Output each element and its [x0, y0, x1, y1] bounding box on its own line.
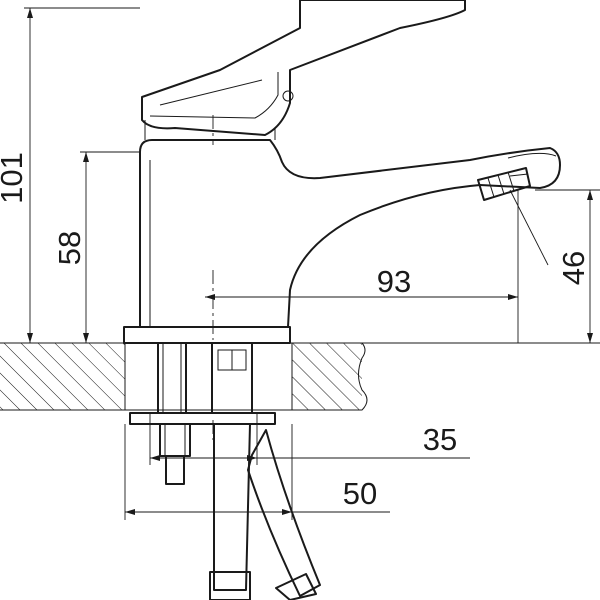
- dimension-58: 58: [52, 151, 140, 343]
- dimension-101: 101: [0, 7, 140, 343]
- mounting-assembly: [129, 342, 276, 485]
- dimension-46: 46: [535, 189, 600, 343]
- dim-label-46: 46: [556, 251, 591, 285]
- faucet-body: [123, 139, 561, 344]
- dimension-93: 93: [205, 189, 549, 343]
- braided-hoses: [209, 423, 321, 600]
- dimension-35: 35: [149, 412, 470, 465]
- dimension-50: 50: [124, 424, 390, 520]
- faucet-handle: [141, 0, 466, 140]
- dim-label-58: 58: [52, 231, 87, 265]
- dim-label-101: 101: [0, 152, 29, 204]
- dim-label-93: 93: [377, 264, 411, 299]
- countertop-section: [0, 342, 600, 411]
- dim-label-35: 35: [423, 422, 457, 457]
- dim-label-50: 50: [343, 476, 377, 511]
